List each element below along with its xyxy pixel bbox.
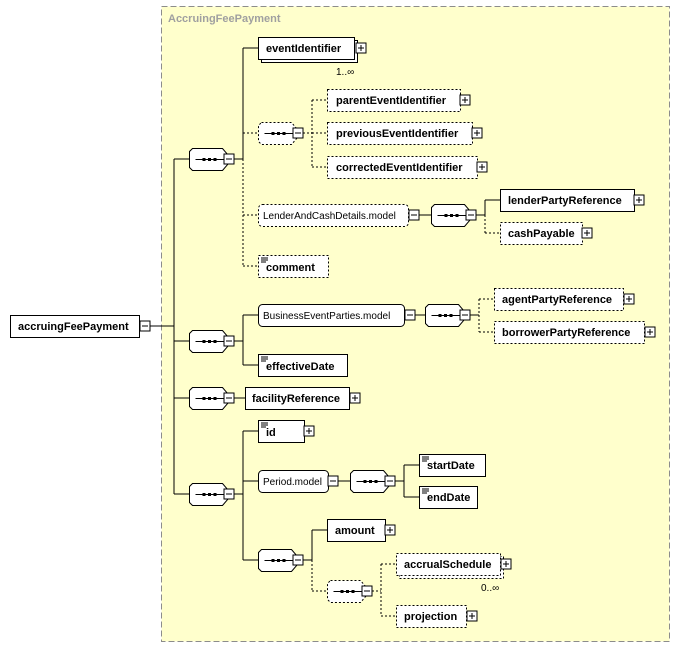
collapse-icon[interactable] (223, 392, 235, 404)
expand-icon[interactable] (384, 524, 396, 536)
svg-text:previousEventIdentifier: previousEventIdentifier (336, 128, 459, 140)
collapse-icon[interactable] (223, 153, 235, 165)
svg-text:projection: projection (404, 611, 457, 623)
expand-icon[interactable] (459, 94, 471, 106)
svg-text:agentPartyReference: agentPartyReference (502, 294, 612, 306)
group-title: AccruingFeePayment (168, 13, 281, 25)
element-parentEventIdentifier[interactable]: parentEventIdentifier (327, 89, 471, 112)
expand-icon[interactable] (471, 127, 483, 139)
root-element-accruingFeePayment[interactable]: accruingFeePayment (10, 315, 151, 338)
element-lenderPartyReference[interactable]: lenderPartyReference (500, 189, 645, 212)
expand-icon[interactable] (349, 392, 361, 404)
expand-icon[interactable] (303, 425, 315, 437)
expand-icon[interactable] (466, 610, 478, 622)
collapse-icon[interactable] (361, 585, 373, 597)
svg-text:lenderPartyReference: lenderPartyReference (508, 195, 622, 207)
collapse-icon[interactable] (384, 475, 396, 487)
cardinality-label: 1..∞ (336, 67, 354, 78)
svg-text:facilityReference: facilityReference (252, 393, 340, 405)
svg-text:eventIdentifier: eventIdentifier (266, 43, 342, 55)
group-Period-model[interactable]: Period.model (258, 470, 339, 493)
collapse-icon[interactable] (459, 309, 471, 321)
collapse-icon[interactable] (139, 320, 151, 332)
svg-text:accruingFeePayment: accruingFeePayment (18, 321, 129, 333)
element-borrowerPartyReference[interactable]: borrowerPartyReference (494, 321, 656, 344)
collapse-icon[interactable] (327, 475, 339, 487)
element-cashPayable[interactable]: cashPayable (500, 222, 593, 245)
svg-text:borrowerPartyReference: borrowerPartyReference (502, 327, 630, 339)
element-correctedEventIdentifier[interactable]: correctedEventIdentifier (327, 156, 488, 179)
expand-icon[interactable] (500, 558, 512, 570)
element-startDate[interactable]: startDate (419, 454, 486, 477)
svg-text:accrualSchedule: accrualSchedule (404, 559, 491, 571)
element-comment[interactable]: comment (258, 255, 329, 278)
collapse-icon[interactable] (223, 488, 235, 500)
element-eventIdentifier[interactable]: eventIdentifier (258, 37, 367, 63)
svg-text:LenderAndCashDetails.model: LenderAndCashDetails.model (263, 211, 396, 222)
svg-text:endDate: endDate (427, 492, 470, 504)
svg-text:amount: amount (335, 525, 375, 537)
element-amount[interactable]: amount (327, 519, 396, 542)
svg-text:Period.model: Period.model (263, 477, 322, 488)
expand-icon[interactable] (355, 42, 367, 54)
svg-text:BusinessEventParties.model: BusinessEventParties.model (263, 311, 390, 322)
svg-text:correctedEventIdentifier: correctedEventIdentifier (336, 162, 463, 174)
group-LenderAndCashDetails[interactable]: LenderAndCashDetails.model (258, 204, 420, 227)
svg-text:id: id (266, 427, 276, 439)
collapse-icon[interactable] (408, 209, 420, 221)
collapse-icon[interactable] (223, 335, 235, 347)
element-projection[interactable]: projection (396, 605, 478, 628)
expand-icon[interactable] (476, 161, 488, 173)
svg-text:startDate: startDate (427, 460, 475, 472)
group-BusinessEventParties[interactable]: BusinessEventParties.model (258, 304, 416, 327)
collapse-icon[interactable] (465, 209, 477, 221)
collapse-icon[interactable] (292, 554, 304, 566)
element-previousEventIdentifier[interactable]: previousEventIdentifier (327, 122, 483, 145)
expand-icon[interactable] (633, 194, 645, 206)
expand-icon[interactable] (644, 326, 656, 338)
element-facilityReference[interactable]: facilityReference (245, 387, 361, 410)
element-effectiveDate[interactable]: effectiveDate (258, 354, 348, 377)
svg-text:effectiveDate: effectiveDate (266, 361, 334, 373)
expand-icon[interactable] (581, 227, 593, 239)
svg-text:comment: comment (266, 262, 315, 274)
element-endDate[interactable]: endDate (419, 486, 478, 509)
expand-icon[interactable] (623, 293, 635, 305)
svg-text:cashPayable: cashPayable (508, 228, 575, 240)
element-id[interactable]: id (258, 420, 315, 443)
collapse-icon[interactable] (292, 127, 304, 139)
element-accrualSchedule[interactable]: accrualSchedule (396, 553, 512, 579)
element-agentPartyReference[interactable]: agentPartyReference (494, 288, 635, 311)
svg-text:parentEventIdentifier: parentEventIdentifier (336, 95, 447, 107)
cardinality-label: 0..∞ (481, 583, 499, 594)
collapse-icon[interactable] (404, 309, 416, 321)
